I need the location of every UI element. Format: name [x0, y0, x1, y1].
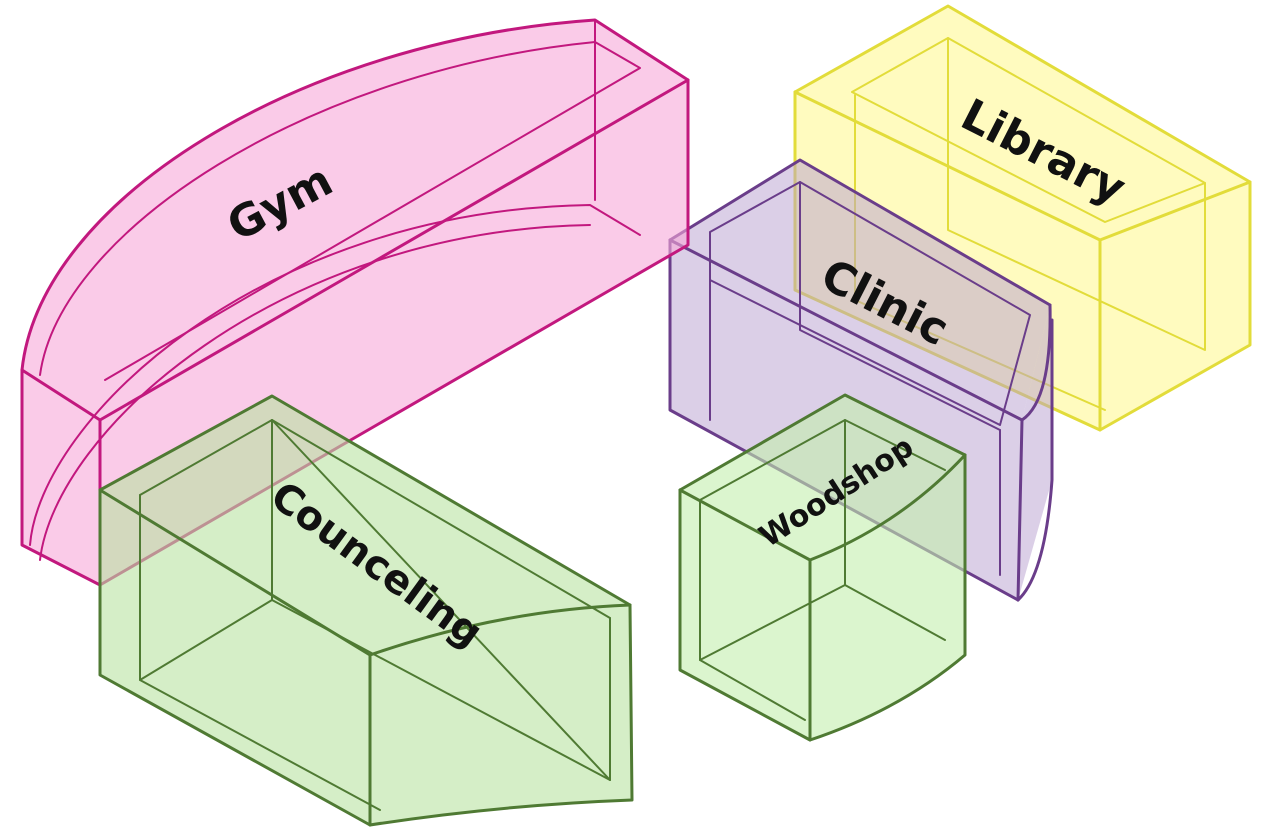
gym-top-face — [22, 20, 688, 420]
clinic-top-face — [670, 160, 1050, 420]
woodshop-curved-side — [810, 455, 965, 740]
gym-curved-front-face — [22, 370, 100, 585]
counseling-top-face — [100, 396, 630, 655]
room-woodshop: Woodshop — [678, 393, 967, 742]
counseling-edges — [98, 394, 634, 827]
room-counseling: Counceling — [98, 394, 634, 827]
library-side-face — [1100, 182, 1250, 430]
library-top-face — [795, 6, 1250, 240]
counseling-front-face — [100, 490, 370, 825]
woodshop-front-face — [680, 490, 810, 740]
counseling-curved-side — [370, 605, 632, 825]
woodshop-edges — [678, 393, 967, 742]
woodshop-top-face — [680, 395, 965, 560]
